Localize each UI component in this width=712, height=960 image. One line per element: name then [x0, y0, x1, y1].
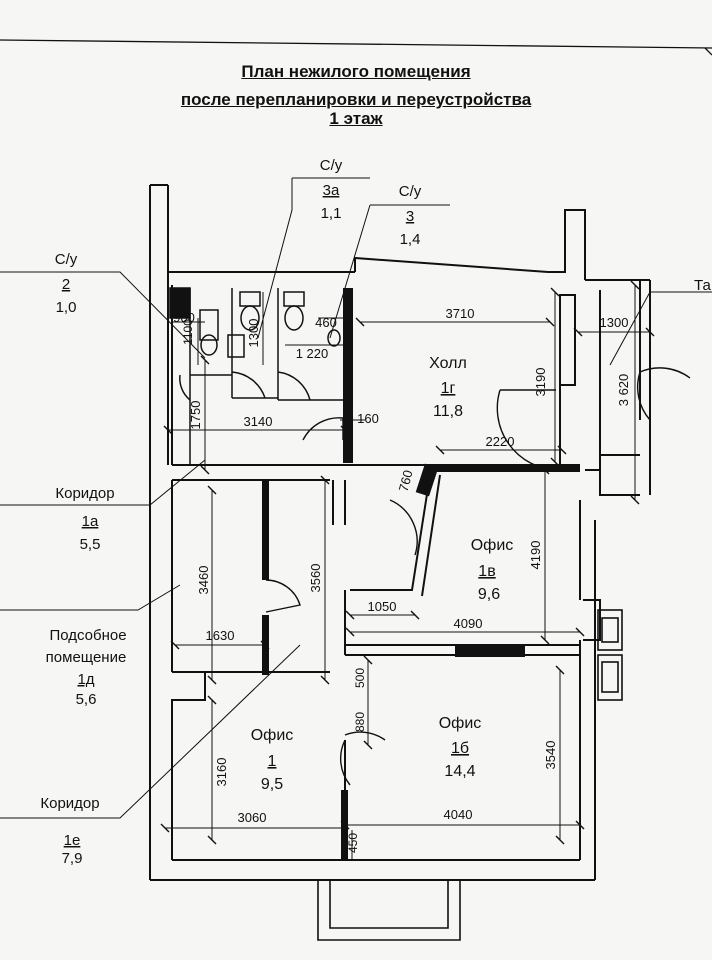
interior-walls	[171, 290, 640, 860]
leader-lines	[0, 177, 712, 819]
room-labels: С/у 2 1,0 С/у 3а 1,1 С/у 3 1,4 Та Холл 1…	[40, 157, 711, 867]
dim-4190: 4190	[528, 541, 543, 570]
dimension-labels: 3710 1300 3190 3 620 900 1100 1300 460 1…	[173, 306, 631, 853]
room-su3a-number: 3а	[323, 182, 340, 199]
room-koridor1e-number: 1е	[64, 832, 81, 849]
thick-wall-segments	[262, 463, 580, 860]
dim-3160: 3160	[214, 758, 229, 787]
dim-3620: 3 620	[616, 374, 631, 407]
room-podsob-area: 5,6	[76, 691, 97, 708]
wc-block	[169, 287, 353, 465]
dim-3140: 3140	[244, 414, 273, 429]
room-ofis1b-area: 14,4	[444, 763, 475, 780]
room-su3-name: С/у	[399, 183, 422, 200]
dimension-ticks	[160, 280, 655, 845]
dim-760: 760	[396, 468, 416, 493]
room-su2-number: 2	[62, 276, 70, 293]
dim-4090: 4090	[454, 616, 483, 631]
room-koridor1e-name: Коридор	[40, 795, 99, 812]
room-su2-name: С/у	[55, 251, 78, 268]
dim-3560: 3560	[308, 564, 323, 593]
dim-1050: 1050	[368, 599, 397, 614]
dim-3710: 3710	[446, 306, 475, 321]
dim-460: 460	[315, 315, 337, 330]
room-podsob-name-line2: помещение	[46, 649, 127, 666]
dim-3460: 3460	[196, 566, 211, 595]
room-su3-area: 1,4	[400, 231, 421, 248]
dim-500: 500	[353, 668, 367, 688]
window-boxes	[317, 609, 623, 941]
dim-450: 450	[346, 833, 360, 853]
plan-title-floor: 1 этаж	[329, 109, 383, 128]
room-holl-number: 1г	[441, 380, 456, 397]
ofis-1v-angled-wall	[350, 474, 441, 597]
room-ofis1-area: 9,5	[261, 776, 283, 793]
room-ofis1-number: 1	[268, 753, 277, 770]
room-ofis1-name: Офис	[251, 727, 294, 744]
room-holl-area: 11,8	[433, 403, 463, 420]
dim-3190: 3190	[533, 368, 548, 397]
dim-900: 900	[173, 310, 195, 325]
room-su3-number: 3	[406, 208, 414, 225]
dim-4040: 4040	[444, 807, 473, 822]
room-koridor1e-area: 7,9	[62, 850, 83, 867]
plan-title-line1: План нежилого помещения	[241, 62, 471, 81]
room-ofis1v-area: 9,6	[478, 586, 500, 603]
page-edge-lines	[0, 39, 712, 56]
dim-1300-wc: 1300	[246, 319, 261, 348]
dim-1300-tambour: 1300	[600, 315, 629, 330]
room-su3a-name: С/у	[320, 157, 343, 174]
outer-walls	[149, 184, 651, 881]
room-koridor1a-name: Коридор	[55, 485, 114, 502]
plan-title-line2: после перепланировки и переустройства	[180, 90, 532, 109]
dim-1220: 1 220	[296, 346, 329, 361]
room-holl-name: Холл	[429, 355, 467, 372]
dim-3060: 3060	[238, 810, 267, 825]
dimension-lines	[165, 285, 650, 860]
dim-1100: 1100	[181, 319, 195, 345]
dim-1630: 1630	[206, 628, 235, 643]
room-ofis1b-name: Офис	[439, 715, 482, 732]
room-ofis1b-number: 1б	[451, 740, 469, 757]
dim-880: 880	[353, 712, 367, 732]
room-ofis1v-number: 1в	[478, 563, 495, 580]
dim-160: 160	[357, 411, 379, 426]
room-su2-area: 1,0	[56, 299, 77, 316]
dim-3540: 3540	[543, 741, 558, 770]
dim-1750: 1750	[188, 401, 203, 430]
room-koridor1a-area: 5,5	[80, 536, 101, 553]
room-koridor1a-number: 1а	[82, 513, 99, 530]
dim-2220: 2220	[486, 434, 515, 449]
room-tamb-name: Та	[694, 277, 711, 294]
room-podsob-number: 1д	[77, 671, 94, 688]
room-podsob-name-line1: Подсобное	[49, 627, 126, 644]
room-su3a-area: 1,1	[321, 205, 342, 222]
room-ofis1v-name: Офис	[471, 537, 514, 554]
